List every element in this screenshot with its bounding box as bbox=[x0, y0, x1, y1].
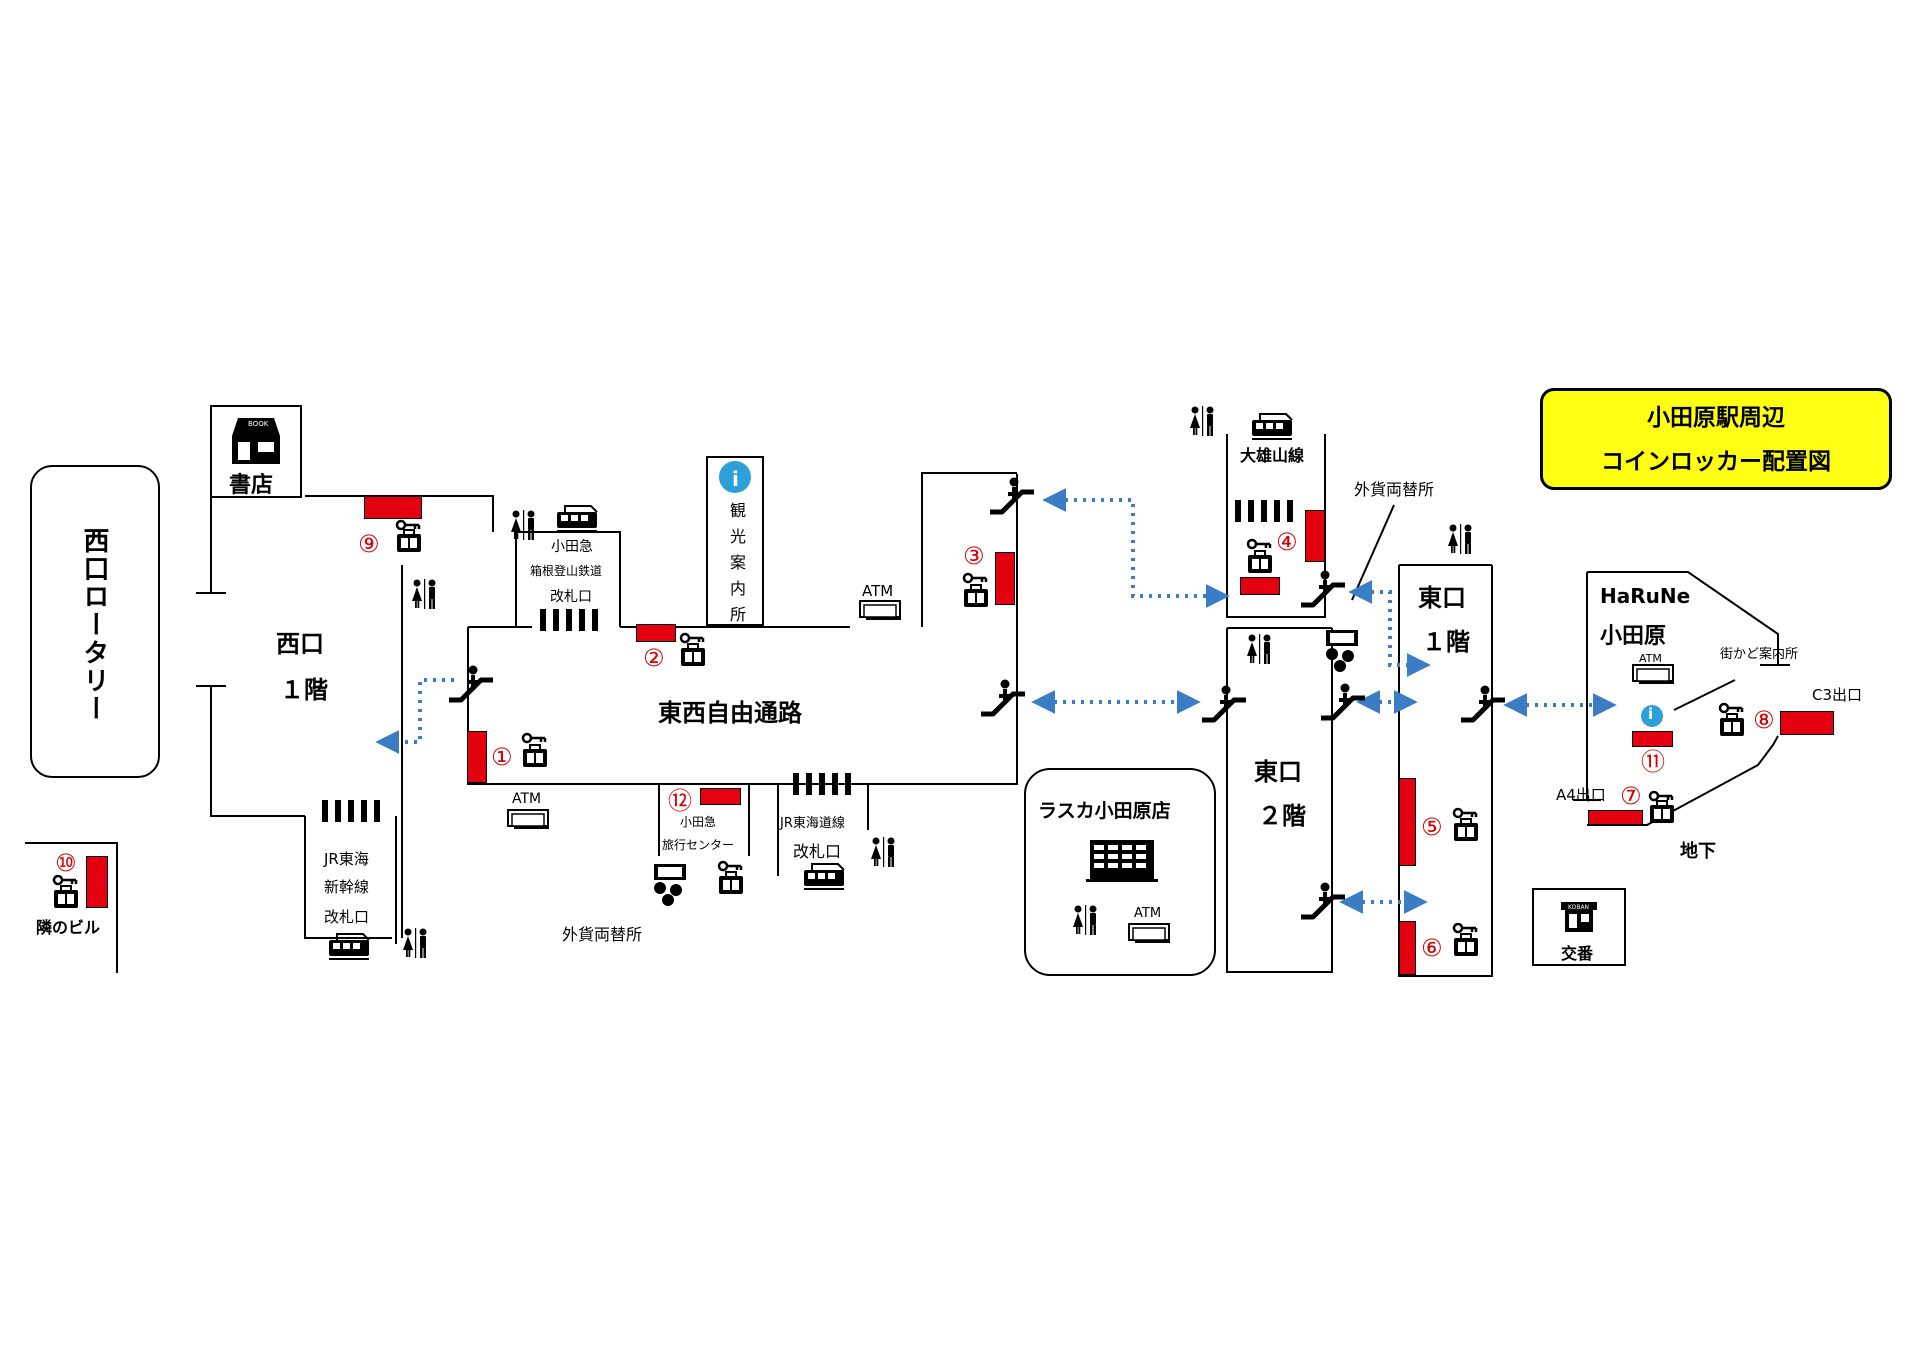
atm-label-lasuka: ATM bbox=[1134, 906, 1162, 921]
locker-12[interactable] bbox=[700, 788, 741, 805]
harune-label: HaRuNe bbox=[1600, 584, 1691, 608]
locker-8-number: ⑧ bbox=[1753, 706, 1775, 734]
map-title-line1: 小田原駅周辺 bbox=[1647, 405, 1785, 431]
exchange-concourse-label: 外貨両替所 bbox=[562, 925, 643, 944]
exit-c3-label: C3出口 bbox=[1812, 686, 1863, 704]
west-rotary-label: 西口ロータリー bbox=[79, 527, 109, 723]
odakyu-gate-line1: 小田急 bbox=[551, 539, 593, 555]
locker-4b[interactable] bbox=[1240, 577, 1280, 595]
map-title: 小田原駅周辺 コインロッカー配置図 bbox=[1540, 388, 1892, 490]
exchange-east-label: 外貨両替所 bbox=[1354, 480, 1435, 499]
west-rotary: 西口ロータリー bbox=[30, 465, 160, 778]
locker-6[interactable] bbox=[1399, 921, 1416, 975]
locker-11-number: ⑪ bbox=[1641, 748, 1665, 776]
koban: KOBAN 交番 bbox=[1532, 888, 1626, 966]
east-exit-2f-floor: ２階 bbox=[1258, 802, 1306, 830]
book-sign: BOOK bbox=[248, 420, 269, 428]
travel-center-line2: 旅行センター bbox=[662, 838, 735, 852]
exit-a4-label: A4出口 bbox=[1556, 786, 1606, 804]
tokaido-gate-line2: 改札口 bbox=[793, 842, 842, 861]
locker-9[interactable] bbox=[364, 496, 422, 519]
locker-4[interactable] bbox=[1305, 510, 1325, 562]
locker-1-number: ① bbox=[491, 743, 513, 771]
travel-center-line1: 小田急 bbox=[680, 815, 717, 829]
underground-label: 地下 bbox=[1680, 841, 1716, 862]
tokaido-gate-line1: JR東海道線 bbox=[780, 816, 845, 831]
tourist-info-icon: i bbox=[732, 467, 739, 491]
locker-8[interactable] bbox=[1780, 711, 1834, 735]
west-exit-floor: １階 bbox=[280, 676, 328, 704]
locker-10[interactable] bbox=[86, 856, 108, 908]
locker-5[interactable] bbox=[1399, 778, 1416, 866]
east-exit-1f-floor: １階 bbox=[1422, 628, 1470, 656]
shinkansen-gate-line3: 改札口 bbox=[324, 908, 370, 926]
koban-label: 交番 bbox=[1561, 944, 1594, 963]
locker-3[interactable] bbox=[995, 552, 1015, 605]
locker-7[interactable] bbox=[1588, 810, 1643, 825]
tourist-info-label: 観光案内所 bbox=[727, 502, 746, 632]
tourist-info: i 観光案内所 bbox=[706, 456, 764, 632]
atm-label-concourse: ATM bbox=[862, 582, 894, 600]
locker-4-number: ④ bbox=[1276, 528, 1298, 556]
atm-label-harune: ATM bbox=[1639, 652, 1662, 665]
next-building-label: 隣のビル bbox=[36, 918, 101, 937]
east-exit-2f-label: 東口 bbox=[1254, 758, 1302, 786]
odakyu-gate-line2: 箱根登山鉄道 bbox=[530, 564, 603, 578]
locker-3-number: ③ bbox=[963, 542, 985, 570]
koban-sign: KOBAN bbox=[1568, 904, 1590, 911]
locker-1[interactable] bbox=[467, 731, 487, 783]
concourse-label: 東西自由通路 bbox=[658, 699, 802, 727]
lasuka-store: ラスカ小田原店 bbox=[1024, 768, 1216, 976]
locker-10-number: ⑩ bbox=[55, 849, 77, 877]
harune-label-2: 小田原 bbox=[1600, 624, 1667, 649]
locker-2[interactable] bbox=[636, 624, 676, 642]
daiyuzan-label: 大雄山線 bbox=[1240, 446, 1305, 465]
bookstore: BOOK 書店 bbox=[210, 405, 302, 498]
locker-7-number: ⑦ bbox=[1620, 782, 1642, 810]
locker-6-number: ⑥ bbox=[1421, 934, 1443, 962]
shinkansen-gate-line2: 新幹線 bbox=[324, 878, 370, 896]
lasuka-label: ラスカ小田原店 bbox=[1038, 800, 1171, 822]
odakyu-gate-line3: 改札口 bbox=[550, 589, 592, 605]
shinkansen-gate-line1: JR東海 bbox=[324, 850, 369, 868]
bookstore-label: 書店 bbox=[229, 473, 274, 498]
locker-12-number: ⑫ bbox=[668, 787, 692, 815]
west-exit-label: 西口 bbox=[276, 630, 324, 658]
east-exit-1f-label: 東口 bbox=[1418, 584, 1466, 612]
locker-5-number: ⑤ bbox=[1421, 813, 1443, 841]
locker-11[interactable] bbox=[1632, 731, 1673, 747]
harune-info-icon: i bbox=[1648, 705, 1654, 723]
atm-label-west: ATM bbox=[512, 791, 542, 807]
map-title-line2: コインロッカー配置図 bbox=[1601, 449, 1831, 475]
locker-2-number: ② bbox=[643, 644, 665, 672]
locker-9-number: ⑨ bbox=[358, 530, 380, 558]
street-info-label: 街かど案内所 bbox=[1720, 647, 1799, 662]
